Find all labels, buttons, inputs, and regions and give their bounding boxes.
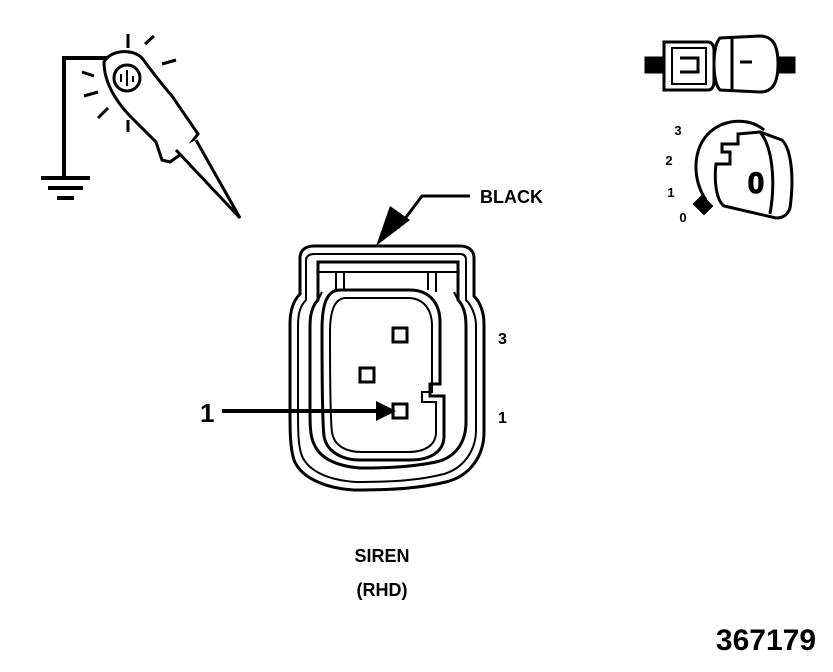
connector-color-callout: BLACK — [376, 187, 543, 246]
pin-label-1: 1 — [498, 410, 507, 427]
ignition-position-3: 3 — [674, 123, 681, 138]
siren-connector — [288, 244, 486, 492]
component-variant: (RHD) — [357, 580, 408, 600]
pin-label-3: 3 — [498, 331, 507, 348]
ignition-position-2: 2 — [665, 153, 672, 168]
disconnected-connector-icon — [644, 34, 796, 94]
component-name: SIREN — [354, 546, 409, 566]
connector-color-label: BLACK — [480, 187, 543, 207]
pin-3-cavity — [391, 326, 409, 344]
test-lamp-icon — [41, 34, 242, 220]
figure-number: 367179 — [716, 624, 816, 657]
key-label: 0 — [748, 167, 765, 200]
ignition-position-0: 0 — [679, 210, 686, 225]
callout-number: 1 — [200, 398, 214, 428]
pin-2-cavity — [358, 366, 376, 384]
pin-callout-arrow: 1 — [200, 398, 396, 428]
ignition-key-icon: 0 3 2 1 0 — [665, 119, 794, 225]
ground-symbol-icon — [41, 176, 90, 200]
ignition-position-1: 1 — [667, 185, 674, 200]
